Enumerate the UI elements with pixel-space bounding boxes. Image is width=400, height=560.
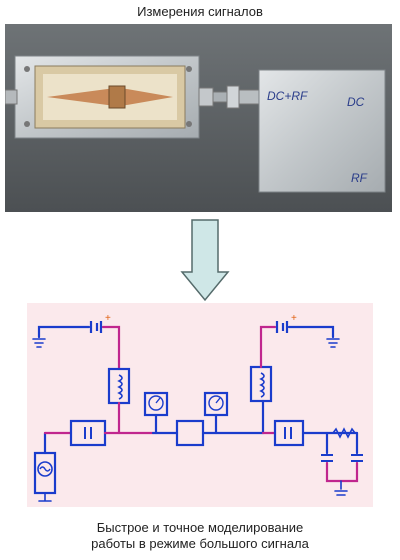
down-arrow-icon [180, 219, 230, 302]
svg-text:+: + [291, 313, 297, 324]
bottom-caption-line1: Быстрое и точное моделирование [96, 520, 304, 535]
circuit-schematic: + + [27, 303, 373, 507]
handwriting-dcrf: DC+RF [267, 89, 308, 103]
bias-tee-box: DC+RF DC RF [258, 69, 386, 193]
schematic-background [27, 303, 373, 507]
bottom-caption-line2: работы в режиме большого сигнала [91, 536, 309, 551]
coax-connector [198, 85, 260, 109]
handwriting-rf: RF [351, 171, 368, 185]
svg-text:+: + [105, 313, 111, 324]
bottom-caption: Быстрое и точное моделирование работы в … [0, 520, 400, 552]
test-fixture [5, 55, 200, 139]
handwriting-dc: DC [347, 95, 365, 109]
measurement-photo: DC+RF DC RF [5, 24, 392, 212]
top-caption: Измерения сигналов [137, 4, 263, 19]
